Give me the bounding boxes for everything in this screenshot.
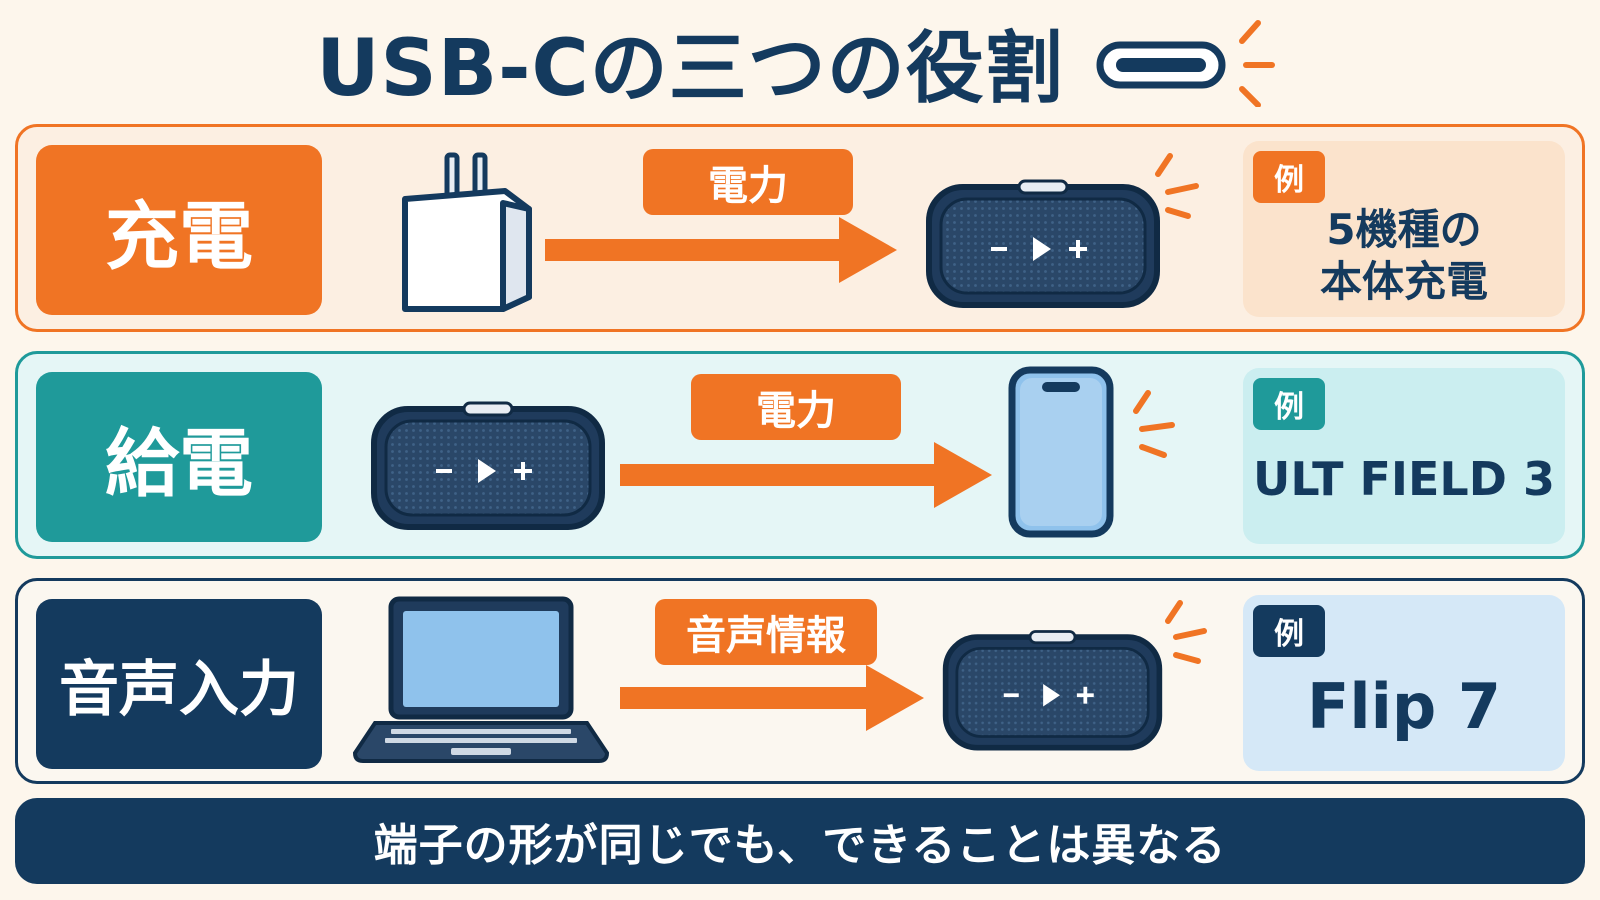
emphasis-lines-icon	[1155, 153, 1199, 219]
example-line-2: 本体充電	[1319, 257, 1488, 306]
example-line-1: 5機種の	[1326, 205, 1482, 254]
portable-speaker-icon	[942, 630, 1163, 751]
flow-label-power: 電力	[643, 149, 853, 215]
portable-speaker-icon	[371, 401, 605, 530]
example-box-audio-input: 例 Flip 7	[1243, 595, 1565, 771]
row-charging: 充電 電力 例 5機種の 本体充電	[15, 124, 1585, 332]
laptop-icon	[352, 596, 610, 763]
wall-charger-icon	[402, 152, 532, 312]
example-badge: 例	[1253, 605, 1325, 657]
smartphone-icon	[1008, 366, 1114, 538]
emphasis-lines-icon	[1165, 600, 1207, 664]
flow-label-audio-info: 音声情報	[655, 599, 877, 665]
arrow-right-icon	[545, 217, 897, 283]
header: USB-Cの三つの役割	[0, 8, 1600, 116]
usb-c-port-icon	[1096, 20, 1275, 107]
row-label-charging: 充電	[36, 145, 322, 315]
emphasis-lines-icon	[1133, 390, 1175, 458]
example-text: 5機種の 本体充電	[1243, 201, 1565, 311]
arrow-right-icon	[620, 665, 924, 731]
example-text: Flip 7	[1307, 669, 1501, 743]
footer-banner: 端子の形が同じでも、できることは異なる	[15, 798, 1585, 884]
page-title: USB-Cの三つの役割	[316, 24, 1064, 114]
arrow-right-icon	[620, 442, 992, 508]
row-label-power-supply: 給電	[36, 372, 322, 542]
example-box-charging: 例 5機種の 本体充電	[1243, 141, 1565, 317]
row-power-supply: 給電 電力 例 ULT FIELD 3	[15, 351, 1585, 559]
example-badge: 例	[1253, 378, 1325, 430]
flow-label-power: 電力	[691, 374, 901, 440]
example-text: ULT FIELD 3	[1253, 452, 1555, 506]
portable-speaker-icon	[926, 179, 1160, 308]
example-badge: 例	[1253, 151, 1325, 203]
row-audio-input: 音声入力 音声情報 例 Flip 7	[15, 578, 1585, 784]
row-label-audio-input: 音声入力	[36, 599, 322, 769]
example-box-power-supply: 例 ULT FIELD 3	[1243, 368, 1565, 544]
